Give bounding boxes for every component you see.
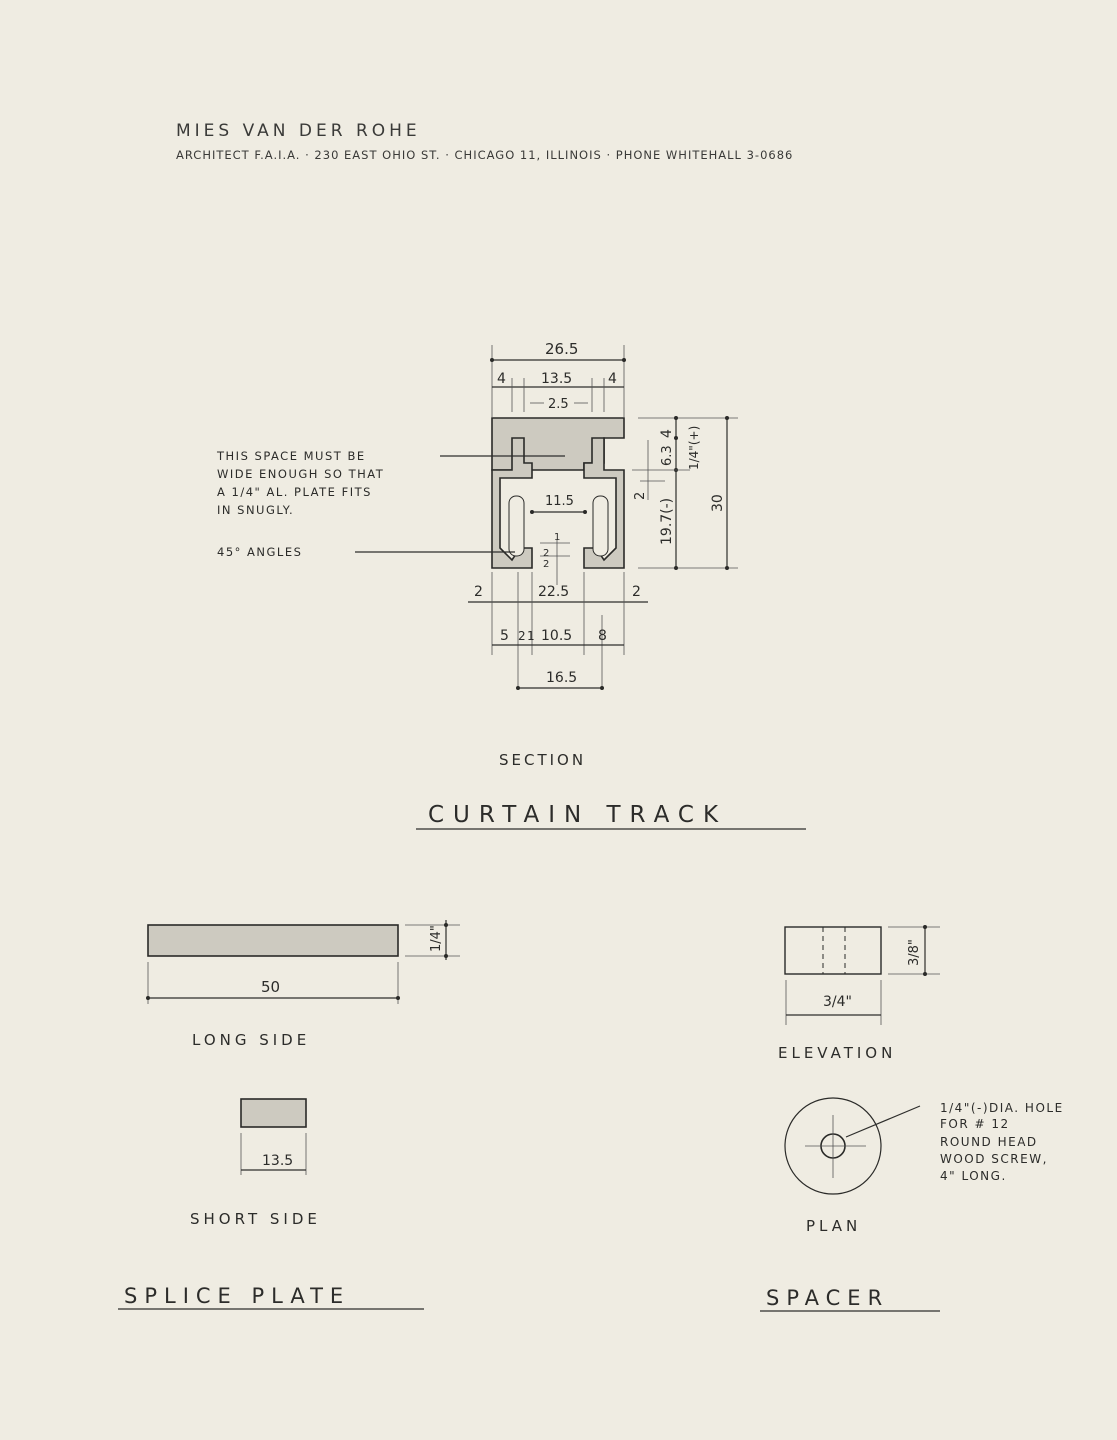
slot-right	[592, 495, 609, 557]
splice-plate-title: SPLICE PLATE	[124, 1284, 350, 1308]
svg-text:WOOD SCREW,: WOOD SCREW,	[940, 1152, 1048, 1166]
dim-bottom-left: 2	[474, 584, 483, 600]
short-side-plate	[240, 1098, 307, 1128]
dim-h-total: 30	[710, 494, 726, 512]
dim-b5: 8	[598, 628, 607, 644]
dim-opening: 16.5	[546, 670, 577, 686]
dim-overall-width: 26.5	[545, 340, 578, 358]
dim-b2: 2	[518, 629, 526, 643]
spacer-plan-outer	[784, 1097, 882, 1195]
dim-flange-left: 4	[497, 371, 506, 387]
dim-h-stem: 6.3	[660, 445, 675, 466]
dim-slot: 2.5	[548, 397, 569, 412]
dim-bottom-right: 2	[632, 584, 641, 600]
plan-label: PLAN	[806, 1217, 861, 1235]
long-side-plate	[147, 924, 399, 957]
dim-thickness: 1/4"	[429, 925, 444, 952]
letterhead-address: ARCHITECT F.A.I.A. · 230 EAST OHIO ST. ·…	[176, 148, 793, 162]
dim-long-length: 50	[261, 978, 280, 996]
dim-flange-right: 4	[608, 371, 617, 387]
short-side-label: SHORT SIDE	[190, 1210, 321, 1228]
dim-h-body: 19.7(-)	[659, 498, 675, 545]
long-side-label: LONG SIDE	[192, 1031, 310, 1049]
dim-spacer-width: 3/4"	[823, 994, 852, 1010]
dim-h-quarter: 1/4"(+)	[687, 426, 701, 470]
dim-b3: 1	[527, 629, 535, 643]
dim-lip-2: 2	[543, 548, 549, 559]
note-45-angles: 45° ANGLES	[217, 545, 302, 559]
svg-text:THIS SPACE MUST BE: THIS SPACE MUST BE	[216, 449, 366, 463]
dim-lip-1: 1	[554, 532, 560, 543]
dim-spacer-height: 3/8"	[907, 939, 922, 966]
dim-b4: 10.5	[541, 628, 572, 644]
spacer-elevation	[784, 926, 882, 975]
svg-text:A 1/4" AL. PLATE FITS: A 1/4" AL. PLATE FITS	[217, 485, 372, 499]
curtain-track-section: 26.5 4 13.5 4 2.5 11.5 1 2 2 2 22.5 2 5 …	[216, 340, 806, 830]
svg-text:IN SNUGLY.: IN SNUGLY.	[217, 503, 294, 517]
section-label: SECTION	[499, 751, 586, 769]
dim-short-length: 13.5	[262, 1153, 293, 1169]
svg-text:FOR # 12: FOR # 12	[940, 1117, 1010, 1131]
slot-left	[508, 495, 525, 557]
svg-text:4" LONG.: 4" LONG.	[940, 1169, 1007, 1183]
svg-text:1/4"(-)DIA. HOLE: 1/4"(-)DIA. HOLE	[940, 1101, 1064, 1115]
dim-h-top: 4	[659, 429, 675, 438]
track-profile-body-left	[491, 437, 533, 569]
spacer-title: SPACER	[766, 1286, 889, 1310]
splice-plate: 1/4" 50 LONG SIDE 13.5 SHORT SIDE SPLICE…	[118, 920, 460, 1310]
spacer: 3/8" 3/4" ELEVATION 1/4"(-)DIA. HOLE FOR…	[760, 925, 1064, 1312]
elevation-label: ELEVATION	[778, 1044, 896, 1062]
hole-note: 1/4"(-)DIA. HOLE FOR # 12 ROUND HEAD WOO…	[940, 1101, 1064, 1183]
curtain-track-title: CURTAIN TRACK	[428, 802, 727, 828]
svg-text:ROUND HEAD: ROUND HEAD	[940, 1135, 1038, 1149]
letterhead-name: MIES VAN DER ROHE	[176, 121, 421, 141]
svg-text:WIDE ENOUGH SO THAT: WIDE ENOUGH SO THAT	[217, 467, 384, 481]
dim-h-gap: 2	[633, 492, 648, 500]
track-profile-body-right	[583, 437, 625, 569]
dim-b1: 5	[500, 628, 509, 644]
dim-flange-mid: 13.5	[541, 371, 572, 387]
note-plate-space: THIS SPACE MUST BE WIDE ENOUGH SO THAT A…	[216, 449, 384, 517]
dim-bottom-mid: 22.5	[538, 584, 569, 600]
dim-lip-3: 2	[543, 559, 549, 570]
dim-inner: 11.5	[545, 494, 574, 509]
